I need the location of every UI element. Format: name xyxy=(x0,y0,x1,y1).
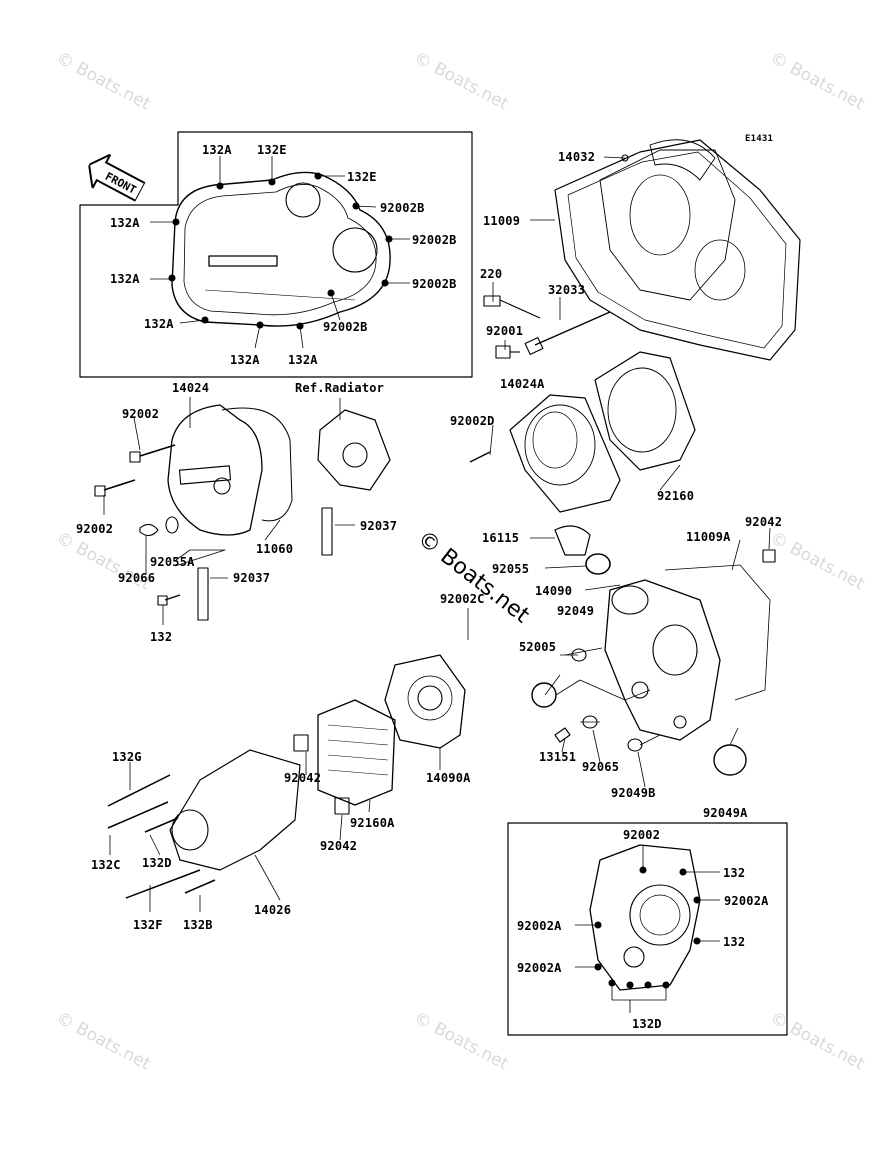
part-label[interactable]: 92002D xyxy=(450,414,495,428)
part-label[interactable]: 92002 xyxy=(122,407,160,421)
part-label[interactable]: 14090A xyxy=(426,771,471,785)
cover-14090A xyxy=(384,654,466,749)
part-label[interactable]: 92049B xyxy=(611,786,656,800)
part-label[interactable]: 11009A xyxy=(686,530,731,544)
part-label[interactable]: 132A xyxy=(230,353,260,367)
leader-lines-right xyxy=(544,647,739,746)
leader-lines-main xyxy=(103,156,771,912)
part-label[interactable]: 92042 xyxy=(284,771,322,785)
part-label[interactable]: 132D xyxy=(142,856,172,870)
generator-cover-14024 xyxy=(165,404,293,536)
cover-detail-inset xyxy=(589,844,701,991)
part-label[interactable]: 92037 xyxy=(233,571,271,585)
ref-radiator-note: Ref.Radiator xyxy=(295,381,385,395)
part-label[interactable]: 92042 xyxy=(745,515,783,529)
clutch-cover-inset xyxy=(168,171,393,330)
part-label[interactable]: 132E xyxy=(347,170,377,184)
part-label[interactable]: 132A xyxy=(110,272,140,286)
part-label[interactable]: 132 xyxy=(723,935,746,949)
part-label[interactable]: 92002 xyxy=(623,828,661,842)
strainer-92160A xyxy=(317,699,396,806)
part-label[interactable]: 132B xyxy=(183,918,213,932)
cover-14024A xyxy=(469,394,621,513)
part-label[interactable]: 13151 xyxy=(539,750,577,764)
gasket-92160 xyxy=(594,351,696,471)
part-label[interactable]: 92049A xyxy=(703,806,748,820)
part-label[interactable]: 11060 xyxy=(256,542,294,556)
part-label[interactable]: 132E xyxy=(257,143,287,157)
part-label[interactable]: 14090 xyxy=(535,584,573,598)
part-label[interactable]: 92002A xyxy=(517,961,562,975)
oil-filler-cap-16115 xyxy=(554,525,611,575)
leader-lines-bottom xyxy=(575,845,720,1013)
part-label[interactable]: 11009 xyxy=(483,214,521,228)
part-label[interactable]: 16115 xyxy=(482,531,520,545)
part-label[interactable]: 132D xyxy=(632,1017,662,1031)
bolts-220-32033-92001 xyxy=(483,295,611,359)
part-label[interactable]: 92049 xyxy=(557,604,595,618)
part-label[interactable]: 220 xyxy=(480,267,503,281)
part-label[interactable]: 92066 xyxy=(118,571,156,585)
part-label[interactable]: 92002B xyxy=(412,277,457,291)
part-label[interactable]: 132A xyxy=(144,317,174,331)
part-label[interactable]: 14024A xyxy=(500,377,545,391)
part-label[interactable]: 92037 xyxy=(360,519,398,533)
part-label[interactable]: 92002A xyxy=(517,919,562,933)
part-label[interactable]: 92002 xyxy=(76,522,114,536)
bolts-132-series xyxy=(107,774,216,899)
pipe-14026 xyxy=(169,734,350,871)
part-label[interactable]: 92002C xyxy=(440,592,485,606)
part-label[interactable]: 32033 xyxy=(548,283,586,297)
part-label[interactable]: 92001 xyxy=(486,324,524,338)
part-label[interactable]: 92002B xyxy=(323,320,368,334)
part-label[interactable]: 92160A xyxy=(350,816,395,830)
part-label[interactable]: 92160 xyxy=(657,489,695,503)
part-label[interactable]: 132 xyxy=(150,630,173,644)
bolts-92002 xyxy=(94,444,181,606)
part-label[interactable]: 92002A xyxy=(724,894,769,908)
part-label[interactable]: 92055A xyxy=(150,555,195,569)
part-label[interactable]: 132A xyxy=(202,143,232,157)
part-label[interactable]: 52005 xyxy=(519,640,557,654)
part-label[interactable]: 132C xyxy=(91,858,121,872)
diagram-code: E1431 xyxy=(745,134,774,144)
part-label[interactable]: 14026 xyxy=(254,903,292,917)
part-label[interactable]: 14024 xyxy=(172,381,210,395)
part-label[interactable]: 132A xyxy=(288,353,318,367)
part-label[interactable]: 92055 xyxy=(492,562,530,576)
part-label[interactable]: 132 xyxy=(723,866,746,880)
part-label[interactable]: 14032 xyxy=(558,150,596,164)
leader-lines-inset xyxy=(150,156,410,349)
part-label[interactable]: 132G xyxy=(112,750,142,764)
inset-frame-top xyxy=(79,131,473,378)
part-label[interactable]: 132A xyxy=(110,216,140,230)
part-label[interactable]: 92002B xyxy=(412,233,457,247)
inset-frame-bottom xyxy=(507,822,788,1036)
front-arrow-icon: FRONT xyxy=(87,152,147,203)
crankcase-cover-11009 xyxy=(554,139,801,361)
part-label[interactable]: 92065 xyxy=(582,760,620,774)
part-label[interactable]: 92042 xyxy=(320,839,358,853)
part-label[interactable]: 92002B xyxy=(380,201,425,215)
part-label[interactable]: 132F xyxy=(133,918,163,932)
water-pump-ref-radiator xyxy=(197,409,391,621)
